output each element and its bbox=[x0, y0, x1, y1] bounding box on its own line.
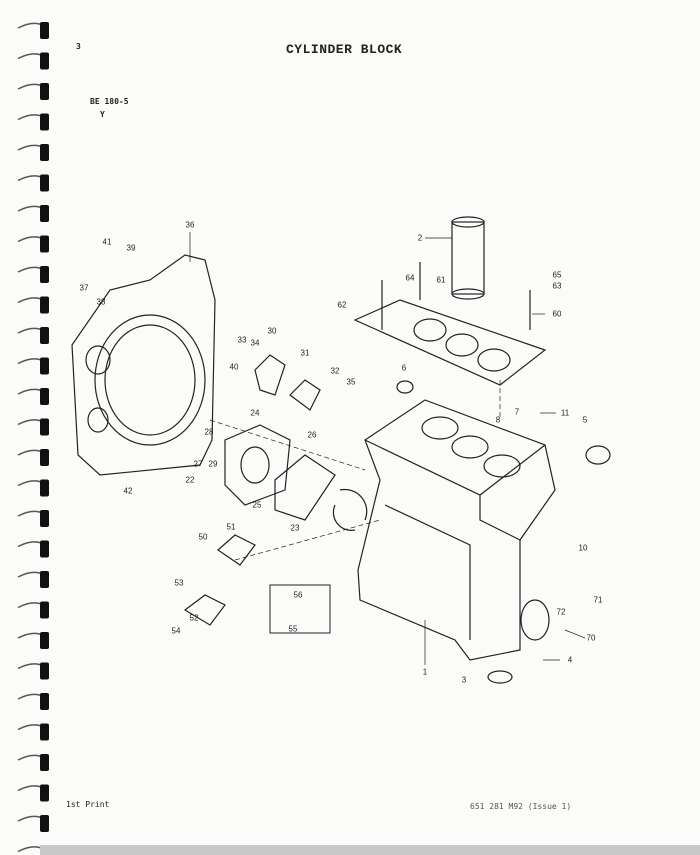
binding-hole bbox=[40, 296, 49, 314]
part-callout: 71 bbox=[593, 595, 603, 605]
part-callout: 2 bbox=[417, 233, 423, 243]
binding-hole bbox=[40, 83, 49, 100]
binding-hole bbox=[40, 22, 49, 39]
figure-reference-code: BE 180-5 bbox=[90, 97, 129, 106]
binding-hole bbox=[40, 388, 49, 405]
part-callout: 3 bbox=[461, 675, 467, 685]
binding-hole bbox=[40, 327, 49, 344]
binding-hole bbox=[40, 540, 49, 558]
part-callout: 28 bbox=[204, 427, 214, 437]
binding-hole bbox=[40, 266, 49, 283]
part-callout: 65 bbox=[552, 270, 562, 280]
part-callout: 30 bbox=[267, 326, 277, 336]
gasket-26 bbox=[274, 454, 336, 521]
part-callout: 5 bbox=[582, 415, 588, 425]
binding-hole bbox=[40, 449, 49, 466]
cover-50 bbox=[183, 594, 226, 626]
page-title: CYLINDER BLOCK bbox=[286, 42, 403, 57]
part-callout: 36 bbox=[185, 220, 195, 230]
part-callout: 64 bbox=[405, 273, 415, 283]
part-callout: 4 bbox=[567, 655, 573, 665]
part-callout: 23 bbox=[290, 523, 300, 533]
part-callout: 24 bbox=[250, 408, 260, 418]
binding-hole bbox=[40, 174, 49, 192]
part-callout: 26 bbox=[307, 430, 317, 440]
seal-retainer bbox=[224, 424, 291, 506]
part-callout: 33 bbox=[237, 335, 247, 345]
part-callout: 32 bbox=[330, 366, 340, 376]
part-callout: 39 bbox=[126, 243, 136, 253]
part-callout: 41 bbox=[102, 237, 112, 247]
part-callout: 6 bbox=[401, 363, 407, 373]
binding-hole bbox=[40, 510, 49, 527]
part-callout: 1 bbox=[422, 667, 428, 677]
part-callout: 53 bbox=[174, 578, 184, 588]
figure-reference-suffix: Y bbox=[100, 110, 105, 119]
part-callout: 62 bbox=[337, 300, 347, 310]
water-outlet bbox=[254, 354, 286, 396]
binding-hole bbox=[40, 601, 49, 619]
binding-hole bbox=[40, 52, 49, 70]
binding-hole bbox=[40, 571, 49, 588]
binding-hole bbox=[40, 693, 49, 710]
part-callout: 50 bbox=[198, 532, 208, 542]
binding-hole bbox=[40, 205, 49, 222]
binding-hole bbox=[40, 357, 49, 375]
binding-hole bbox=[40, 632, 49, 649]
detail-inset bbox=[269, 584, 331, 634]
binding-hole bbox=[40, 113, 49, 131]
binding-hole bbox=[40, 754, 49, 771]
binding-hole bbox=[40, 784, 49, 802]
cylinder-block bbox=[357, 399, 556, 661]
part-callout: 37 bbox=[79, 283, 89, 293]
part-callout: 70 bbox=[586, 633, 596, 643]
head-gasket bbox=[353, 299, 547, 386]
flywheel-housing bbox=[71, 254, 216, 476]
cylinder-liner bbox=[451, 216, 485, 300]
part-callout: 7 bbox=[514, 407, 520, 417]
part-callout: 54 bbox=[171, 626, 181, 636]
part-callout: 8 bbox=[495, 415, 501, 425]
part-callout: 34 bbox=[250, 338, 260, 348]
binding-hole bbox=[40, 144, 49, 161]
part-callout: 35 bbox=[346, 377, 356, 387]
binding-hole bbox=[40, 815, 49, 832]
part-callout: 61 bbox=[436, 275, 446, 285]
print-note: 1st Print bbox=[66, 800, 110, 809]
part-callout: 10 bbox=[578, 543, 588, 553]
binding-hole bbox=[40, 418, 49, 436]
part-callout: 11 bbox=[560, 408, 570, 418]
page-number: 3 bbox=[76, 42, 81, 51]
page-edge bbox=[40, 845, 700, 855]
cover-51 bbox=[217, 534, 256, 566]
part-callout: 52 bbox=[189, 613, 199, 623]
publication-number: 651 281 M92 (Issue 1) bbox=[470, 802, 572, 811]
part-callout: 63 bbox=[552, 281, 562, 291]
part-callout: 38 bbox=[96, 297, 106, 307]
part-callout: 56 bbox=[293, 590, 303, 600]
part-callout: 31 bbox=[300, 348, 310, 358]
binding-hole bbox=[40, 662, 49, 680]
part-callout: 22 bbox=[185, 475, 195, 485]
part-callout: 29 bbox=[208, 459, 218, 469]
binding-hole bbox=[40, 479, 49, 497]
part-callout: 27 bbox=[193, 459, 203, 469]
binding-hole bbox=[40, 235, 49, 253]
part-callout: 60 bbox=[552, 309, 562, 319]
part-callout: 40 bbox=[229, 362, 239, 372]
part-callout: 51 bbox=[226, 522, 236, 532]
part-callout: 25 bbox=[252, 500, 262, 510]
figure-reference: BE 180-5 Y bbox=[90, 95, 129, 121]
part-callout: 55 bbox=[288, 624, 298, 634]
binding-hole bbox=[40, 723, 49, 741]
part-callout: 42 bbox=[123, 486, 133, 496]
part-callout: 72 bbox=[556, 607, 566, 617]
